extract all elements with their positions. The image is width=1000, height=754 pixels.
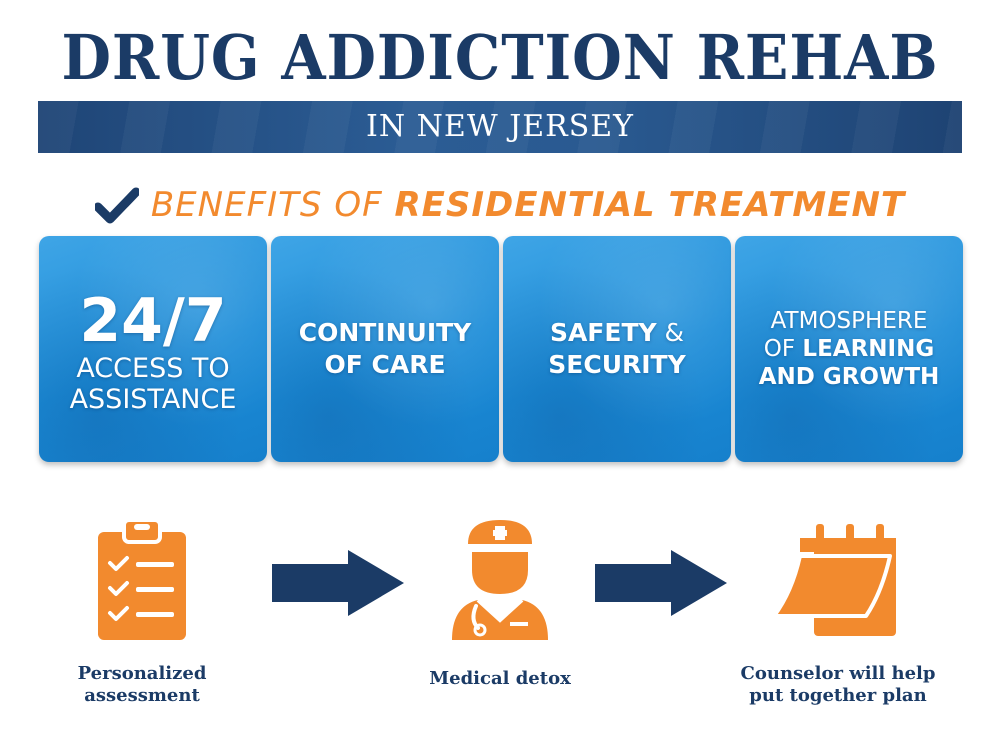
check-icon	[94, 187, 139, 224]
benefit-cards: 24/7 ACCESS TO ASSISTANCE CONTINUITY OF …	[39, 236, 963, 462]
card-continuity-line2: OF CARE	[324, 350, 446, 379]
benefits-heading-text: BENEFITS OF RESIDENTIAL TREATMENT	[151, 185, 905, 225]
benefits-heading: BENEFITS OF RESIDENTIAL TREATMENT	[0, 180, 1000, 230]
card-continuity: CONTINUITY OF CARE	[271, 236, 499, 462]
step-label-line: assessment	[84, 685, 200, 706]
card-safety-bold: SAFETY	[549, 318, 657, 347]
card-atmosphere-learning: LEARNING	[802, 336, 935, 362]
card-safety-line2: SECURITY	[548, 350, 686, 379]
step-label-line: put together plan	[749, 685, 927, 706]
step-label-detox: Medical detox	[410, 668, 590, 690]
step-label-line: Medical detox	[429, 668, 571, 689]
calendar-icon	[772, 524, 896, 636]
benefits-heading-regular: BENEFITS OF	[150, 185, 395, 225]
clipboard-icon	[98, 518, 186, 640]
card-access-big: 24/7	[79, 286, 227, 356]
card-atmosphere: ATMOSPHERE OF LEARNING AND GROWTH	[735, 236, 963, 462]
card-access: 24/7 ACCESS TO ASSISTANCE	[39, 236, 267, 462]
card-continuity-line1: CONTINUITY	[298, 318, 472, 347]
card-access-line2: ASSISTANCE	[69, 384, 237, 415]
banner-photo-texture	[38, 101, 962, 153]
arrow-right-icon	[272, 550, 404, 616]
step-label-plan: Counselor will help put together plan	[730, 663, 946, 707]
card-atmosphere-line1: ATMOSPHERE	[770, 308, 928, 334]
card-safety: SAFETY & SECURITY	[503, 236, 731, 462]
step-label-line: Personalized	[77, 663, 207, 684]
benefits-heading-bold: RESIDENTIAL TREATMENT	[394, 185, 906, 225]
page-title: DRUG ADDICTION REHAB	[61, 21, 939, 94]
card-safety-amp: &	[656, 318, 685, 347]
card-atmosphere-of: OF	[763, 336, 803, 362]
step-label-assessment: Personalized assessment	[62, 663, 222, 707]
subtitle-text: IN NEW JERSEY	[366, 109, 634, 144]
card-access-line1: ACCESS TO	[76, 353, 230, 384]
card-atmosphere-line3: AND GROWTH	[758, 364, 940, 390]
card-atmosphere-line2: OF LEARNING	[764, 335, 934, 363]
arrow-right-icon	[595, 550, 727, 616]
step-label-line: Counselor will help	[740, 663, 936, 684]
card-safety-line1: SAFETY &	[550, 317, 684, 349]
doctor-icon	[452, 520, 548, 640]
subtitle-banner: IN NEW JERSEY	[38, 101, 962, 153]
